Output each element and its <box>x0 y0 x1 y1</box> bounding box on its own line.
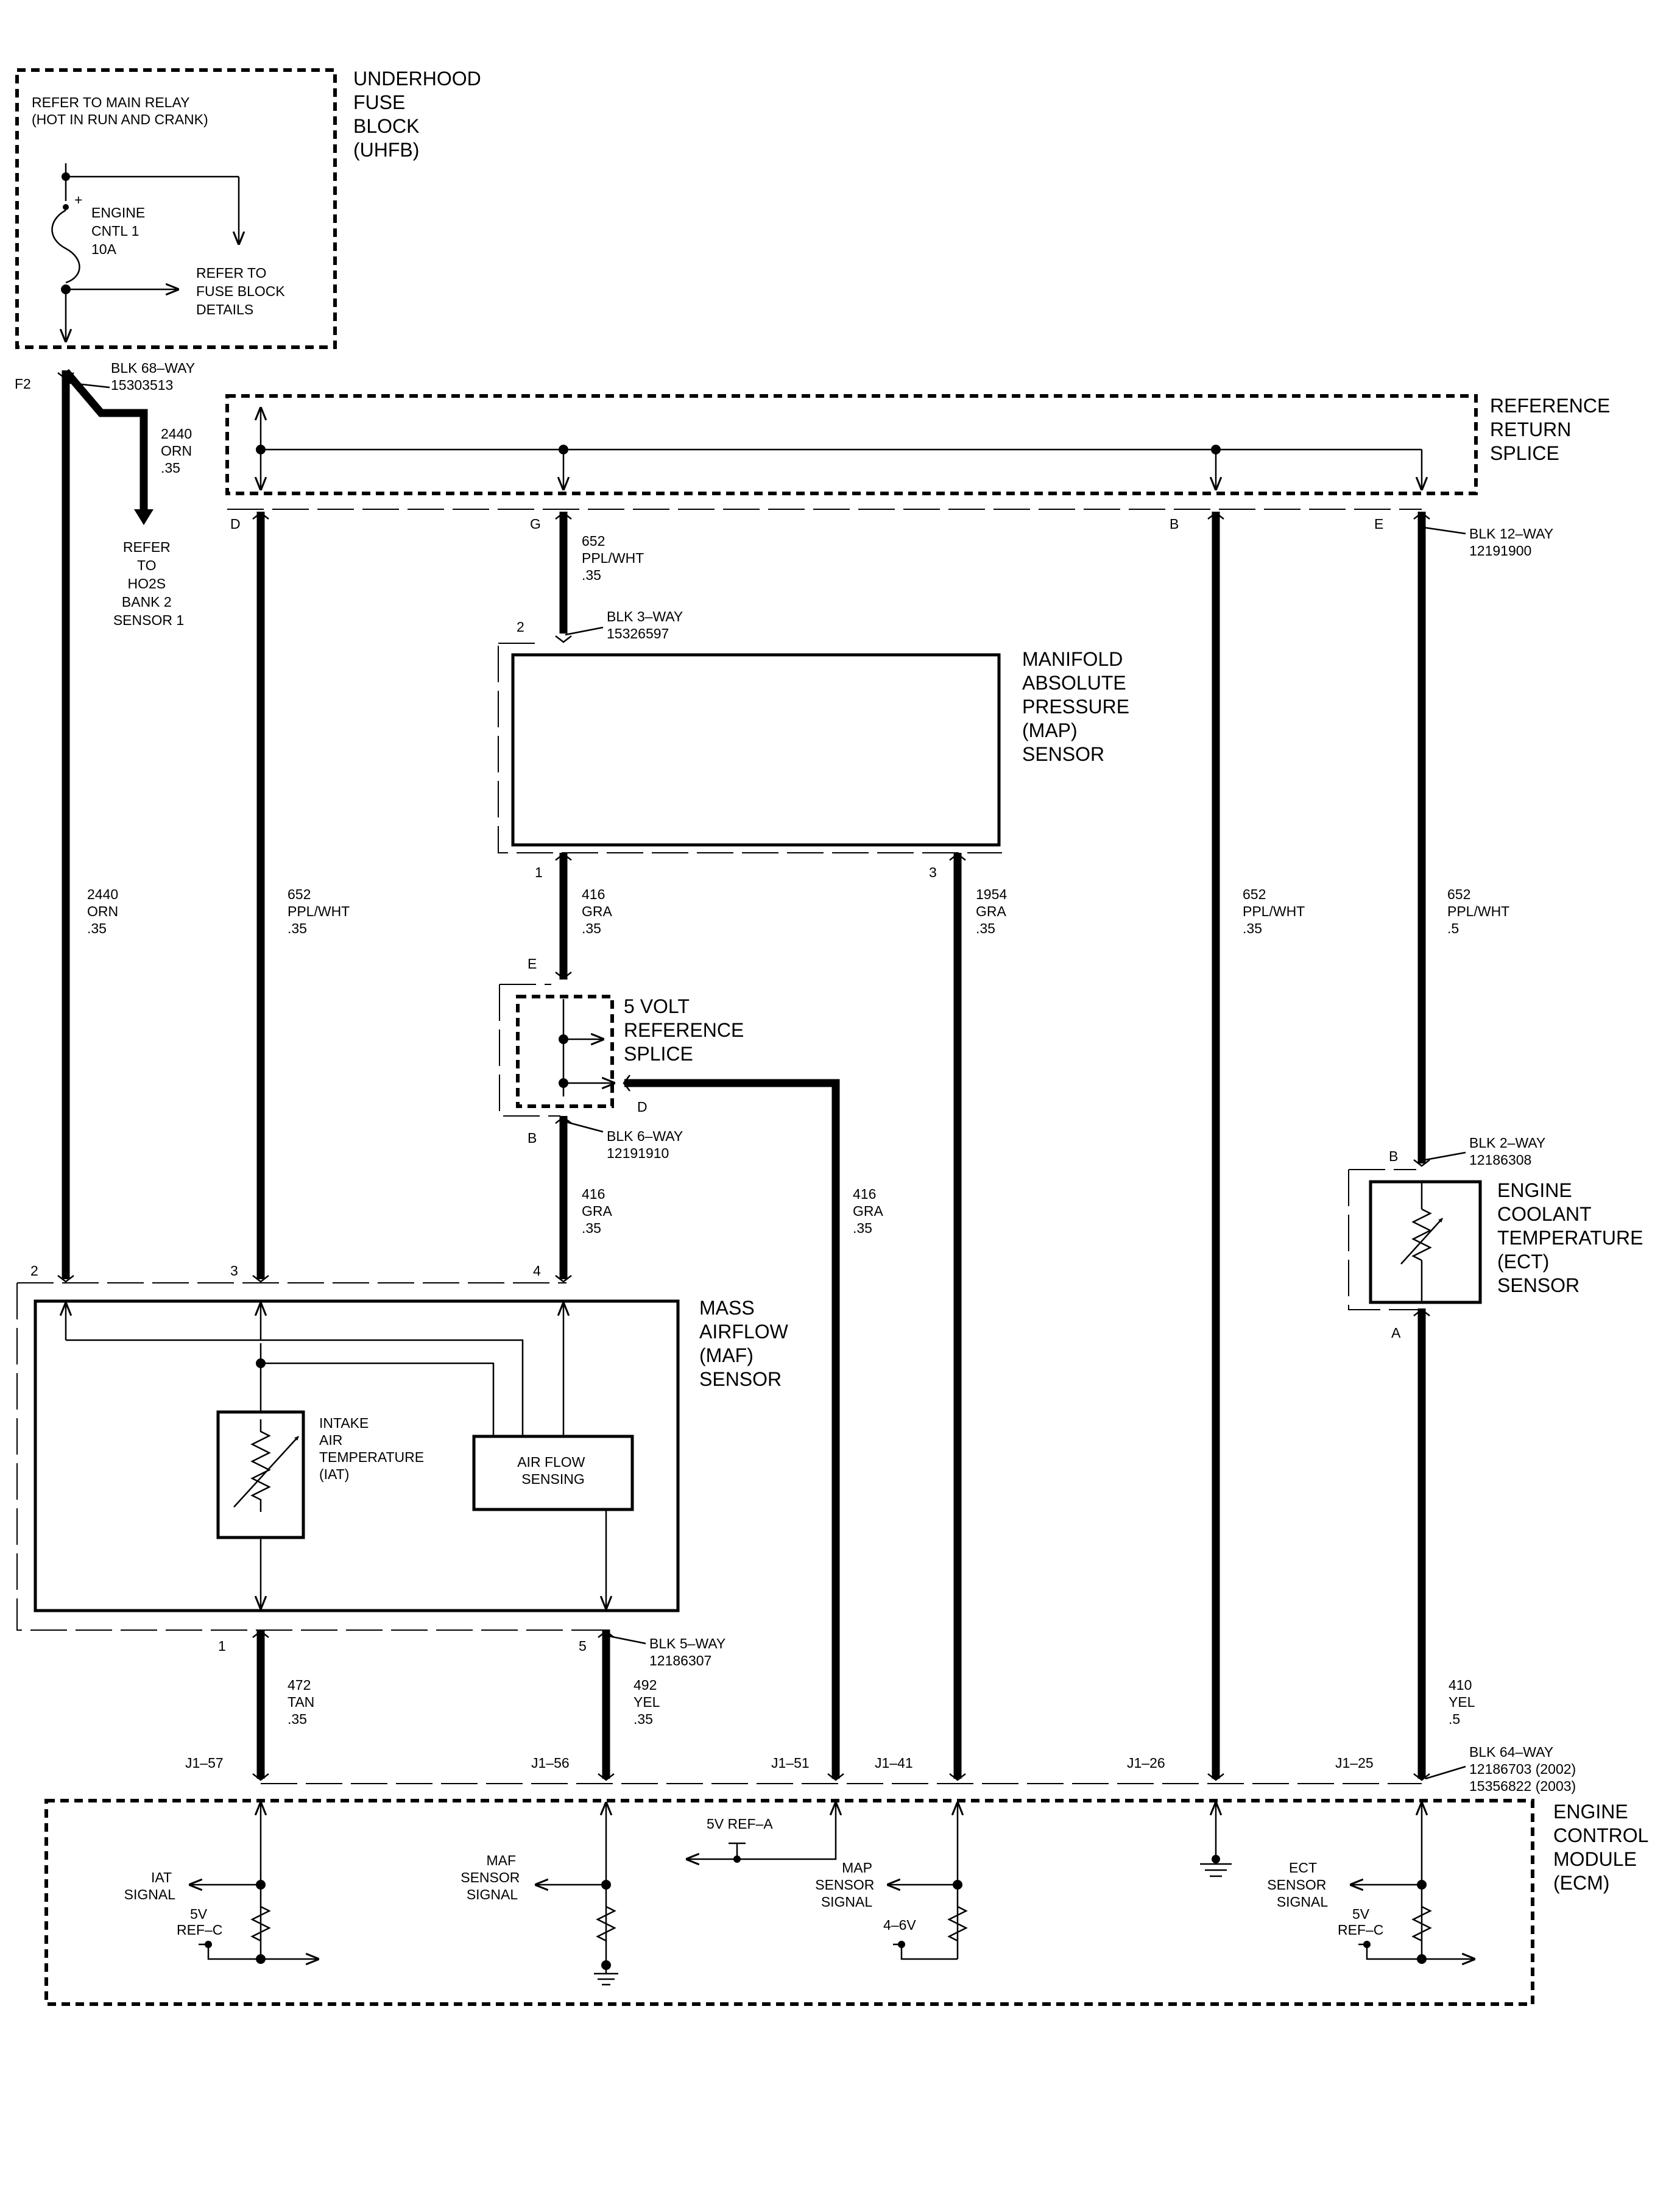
ecm-title: ENGINE CONTROL MODULE (ECM) <box>1553 1801 1653 1894</box>
five-volt-connector-label: BLK 6–WAY 12191910 <box>607 1128 686 1161</box>
iat-label: INTAKE AIR TEMPERATURE (IAT) <box>319 1415 428 1482</box>
map-sensor-title: MANIFOLD ABSOLUTE PRESSURE (MAP) SENSOR <box>1022 648 1135 765</box>
main-relay-ref: REFER TO MAIN RELAY (HOT IN RUN AND CRAN… <box>32 94 208 127</box>
five-volt-splice-box <box>516 995 614 1108</box>
maf-sensor-title: MASS AIRFLOW (MAF) SENSOR <box>699 1297 794 1390</box>
five-volt-reference-splice: E D B BLK 6–WAY 12191910 5 VOLT REFERENC… <box>499 956 749 1161</box>
map-sensor: 2 BLK 3–WAY 15326597 MANIFOLD ABSOLUTE P… <box>498 609 1135 880</box>
svg-text:B: B <box>1170 516 1179 532</box>
svg-text:2440 ORN .35: 2440 ORN .35 <box>161 426 196 476</box>
svg-text:E: E <box>1374 516 1383 532</box>
maf-sensor: 2 3 4 MASS AIRFLOW (MAF) SENSOR INTAKE A… <box>16 1263 794 1668</box>
sensor-ground-icon <box>1200 1859 1232 1877</box>
ho2s-ref: REFER TO HO2S BANK 2 SENSOR 1 <box>113 539 184 628</box>
ecm-box <box>44 1799 1534 2006</box>
svg-text:E: E <box>528 956 537 972</box>
ref-c-label-left: 5V REF–C <box>177 1906 222 1938</box>
iat-thermistor-icon <box>250 1419 271 1512</box>
map-sensor-box <box>511 653 1001 847</box>
ect-sensor: B A BLK 2–WAY 12186308 ENGINE COOLANT TE… <box>1348 1135 1648 1341</box>
svg-text:5: 5 <box>579 1638 587 1654</box>
svg-text:4: 4 <box>533 1263 541 1279</box>
svg-text:J1–56: J1–56 <box>531 1755 570 1771</box>
svg-text:3: 3 <box>230 1263 238 1279</box>
svg-text:BLK 12–WAY 12191900: BLK 12–WAY 12191900 <box>1469 526 1557 559</box>
iat-signal-label: IAT SIGNAL <box>124 1869 176 1902</box>
svg-text:2: 2 <box>30 1263 38 1279</box>
five-volt-splice-title: 5 VOLT REFERENCE SPLICE <box>624 995 749 1065</box>
fuse-icon <box>51 209 80 284</box>
engine-control-module: ENGINE CONTROL MODULE (ECM) J1–57 J1–56 … <box>44 1744 1653 2006</box>
svg-text:2: 2 <box>517 619 524 635</box>
air-flow-sensing-box <box>472 1435 634 1511</box>
ect-signal-label: ECT SENSOR SIGNAL <box>1267 1860 1330 1910</box>
fuse-label: ENGINE CNTL 1 10A <box>91 205 149 257</box>
svg-text:3: 3 <box>929 864 937 880</box>
map-signal-label: MAP SENSOR SIGNAL <box>815 1860 878 1910</box>
svg-text:J1–26: J1–26 <box>1127 1755 1165 1771</box>
svg-text:+: + <box>74 192 82 208</box>
ect-sensor-box <box>1369 1180 1482 1304</box>
maf-signal-label: MAF SENSOR SIGNAL <box>461 1852 524 1902</box>
svg-text:B: B <box>528 1130 537 1146</box>
wire-416-ecm <box>624 1079 840 1779</box>
maf-connector-label: BLK 5–WAY 12186307 <box>649 1636 729 1668</box>
underhood-fuse-block: UNDERHOOD FUSE BLOCK (UHFB) REFER TO MAI… <box>15 68 487 349</box>
ect-thermistor-icon <box>1411 1208 1432 1262</box>
svg-text:J1–57: J1–57 <box>185 1755 224 1771</box>
iat-pullup-resistor-icon <box>250 1905 271 1942</box>
map-connector-label: BLK 3–WAY 15326597 <box>607 609 686 641</box>
wire-harness <box>62 370 1426 1779</box>
svg-text:J1–41: J1–41 <box>875 1755 913 1771</box>
fuse-output-connector: F2 BLK 68–WAY 15303513 2440 ORN .35 REFE… <box>15 360 199 628</box>
fuse-details-ref: REFER TO FUSE BLOCK DETAILS <box>196 265 289 317</box>
svg-text:D: D <box>637 1099 648 1115</box>
fuse-block-title: UNDERHOOD FUSE BLOCK (UHFB) <box>353 68 487 161</box>
svg-text:G: G <box>530 516 541 532</box>
map-pullup-resistor-icon <box>947 1905 968 1942</box>
ect-connector-label: BLK 2–WAY 12186308 <box>1469 1135 1549 1168</box>
ect-pullup-resistor-icon <box>1411 1905 1432 1942</box>
ref-return-title: REFERENCE RETURN SPLICE <box>1490 395 1615 464</box>
map-range-label: 4–6V <box>883 1917 916 1933</box>
svg-text:A: A <box>1391 1325 1401 1341</box>
svg-text:BLK 68–WAY 15303513: BLK 68–WAY 15303513 <box>111 360 199 393</box>
maf-pulldown-resistor-icon <box>596 1905 616 1942</box>
ref-a-label: 5V REF–A <box>707 1816 773 1832</box>
connector-ticks <box>57 372 1430 1781</box>
ecm-connector-label: BLK 64–WAY 12186703 (2002) 15356822 (200… <box>1469 1744 1580 1794</box>
ref-c-label-right: 5V REF–C <box>1338 1906 1383 1938</box>
svg-text:J1–25: J1–25 <box>1335 1755 1374 1771</box>
svg-text:J1–51: J1–51 <box>771 1755 810 1771</box>
svg-text:1: 1 <box>535 864 543 880</box>
air-flow-sensing-label: AIR FLOW SENSING <box>517 1454 589 1487</box>
svg-text:B: B <box>1389 1148 1398 1164</box>
reference-return-splice: REFERENCE RETURN SPLICE D G B E BLK 12–W… <box>225 394 1615 559</box>
svg-text:1: 1 <box>218 1638 226 1654</box>
svg-text:F2: F2 <box>15 376 31 392</box>
ect-sensor-title: ENGINE COOLANT TEMPERATURE (ECT) SENSOR <box>1497 1179 1648 1296</box>
svg-text:D: D <box>230 516 241 532</box>
maf-ground-icon <box>594 1965 618 1986</box>
